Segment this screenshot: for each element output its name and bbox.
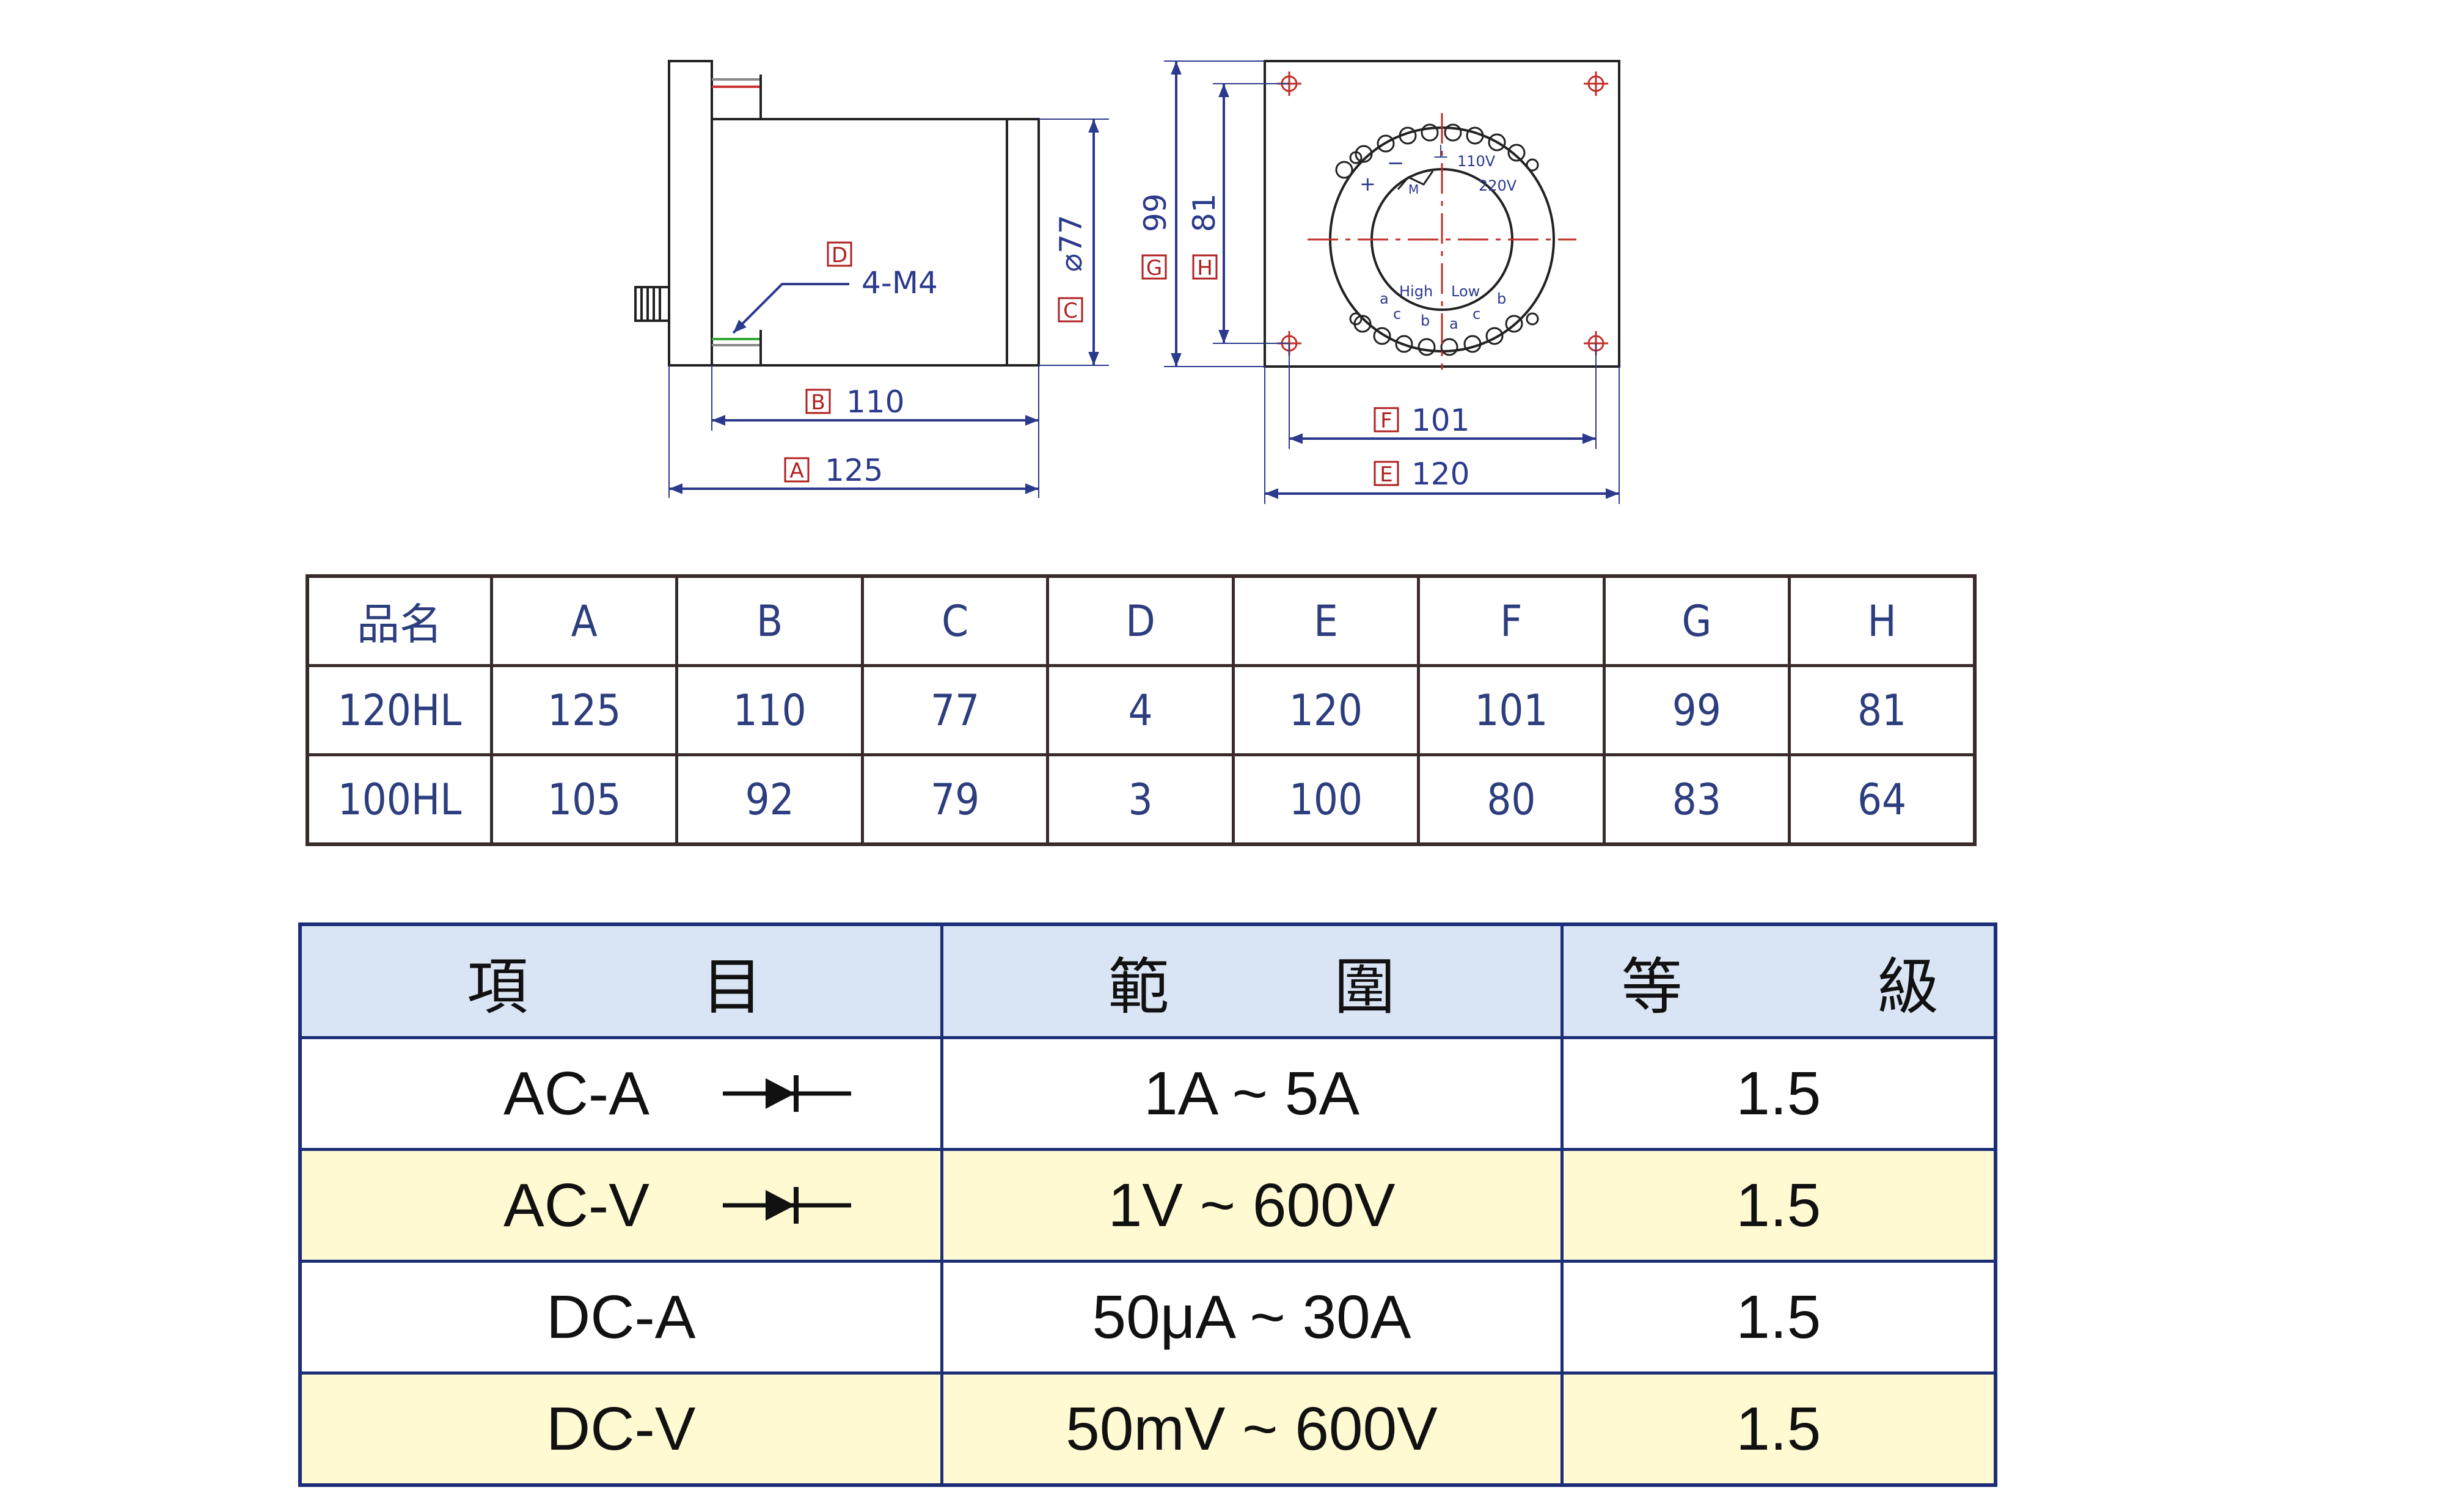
header-grade: 等級 <box>1560 922 1997 1039</box>
diode-icon <box>722 1187 851 1224</box>
spec-table: 項目 範圍 等級 AC-A 1A ~ 5A 1.5 AC-V 1V ~ 600V… <box>298 922 1997 1487</box>
table-cell: 79 <box>860 753 1050 846</box>
range-cell: 1V ~ 600V <box>940 1148 1564 1263</box>
table-cell: 80 <box>1417 753 1606 846</box>
header-grade-char-2: 級 <box>1878 951 1939 1023</box>
term-c-right: c <box>1473 305 1480 323</box>
table-cell: 120HL <box>306 664 493 756</box>
table-row: AC-V 1V ~ 600V 1.5 <box>298 1148 1997 1263</box>
grade-cell: 1.5 <box>1560 1148 1997 1263</box>
range-cell: 50mV ~ 600V <box>940 1371 1564 1487</box>
item-cell: DC-A <box>298 1260 943 1375</box>
table-cell: 92 <box>675 753 864 846</box>
table-cell: 81 <box>1788 664 1977 756</box>
earth-label: ⊥ <box>1433 141 1449 163</box>
item-cell: DC-V <box>298 1371 943 1487</box>
grade-cell: 1.5 <box>1560 1036 1997 1151</box>
header-cell: C <box>860 574 1050 667</box>
plus-label: + <box>1359 172 1376 195</box>
table-cell: 100HL <box>306 753 493 846</box>
spec-table-header: 項目 範圍 等級 <box>298 922 1997 1039</box>
header-cell: A <box>489 574 679 667</box>
header-item-char-2: 目 <box>701 951 763 1023</box>
dimension-table: 品名 A B C D E F G H 120HL 125 110 77 4 12… <box>306 574 1977 846</box>
high-label: High <box>1399 283 1433 300</box>
header-range-char-2: 圍 <box>1334 951 1396 1023</box>
header-grade-char-1: 等 <box>1621 951 1683 1023</box>
table-cell: 120 <box>1231 664 1421 756</box>
header-cell: G <box>1602 574 1791 667</box>
table-cell: 125 <box>489 664 679 756</box>
grade-cell: 1.5 <box>1560 1260 1997 1375</box>
term-a-left: a <box>1380 290 1389 307</box>
side-view <box>634 60 1040 367</box>
item-label: AC-V <box>503 1171 649 1240</box>
header-cell: 品名 <box>306 574 493 667</box>
dim-d-code: D <box>832 243 847 268</box>
minus-label: − <box>1387 151 1405 175</box>
header-range: 範圍 <box>940 922 1564 1039</box>
dim-h-value: 81 <box>1187 193 1222 232</box>
table-row: 100HL 105 92 79 3 100 80 83 64 <box>306 753 1977 846</box>
diode-icon <box>722 1075 851 1112</box>
v220-label: 220V <box>1479 177 1517 194</box>
table-cell: 83 <box>1602 753 1791 846</box>
term-c-left: c <box>1393 305 1401 323</box>
front-view <box>1264 60 1620 370</box>
dim-f-code: F <box>1380 409 1392 433</box>
header-item-char-1: 項 <box>467 951 528 1023</box>
table-cell: 100 <box>1231 753 1421 846</box>
table-cell: 64 <box>1788 753 1977 846</box>
v110-label: 110V <box>1457 153 1496 170</box>
header-cell: E <box>1231 574 1421 667</box>
item-cell: AC-A <box>298 1036 943 1151</box>
dim-b-code: B <box>811 390 825 415</box>
dim-a-value: 125 <box>825 453 883 488</box>
table-cell: 99 <box>1602 664 1791 756</box>
table-cell: 4 <box>1046 664 1235 756</box>
item-label: AC-A <box>503 1059 649 1128</box>
range-cell: 1A ~ 5A <box>940 1036 1564 1151</box>
dim-c-value: ⌀77 <box>1053 214 1089 272</box>
grade-cell: 1.5 <box>1560 1371 1997 1487</box>
header-item: 項目 <box>298 922 943 1039</box>
header-cell: B <box>675 574 864 667</box>
table-cell: 3 <box>1046 753 1235 846</box>
table-cell: 105 <box>489 753 679 846</box>
term-b-right: b <box>1497 290 1506 307</box>
dim-c-code: C <box>1063 299 1078 323</box>
dim-h-code: H <box>1197 256 1213 280</box>
dim-e-code: E <box>1380 462 1392 487</box>
dim-table-header: 品名 A B C D E F G H <box>306 574 1977 667</box>
header-cell: F <box>1417 574 1606 667</box>
header-cell: H <box>1788 574 1977 667</box>
low-label: Low <box>1451 283 1480 300</box>
table-cell: 101 <box>1417 664 1606 756</box>
table-row: DC-V 50mV ~ 600V 1.5 <box>298 1371 1997 1487</box>
dim-g-value: 99 <box>1138 193 1173 232</box>
dim-e-value: 120 <box>1411 456 1469 492</box>
table-row: 120HL 125 110 77 4 120 101 99 81 <box>306 664 1977 756</box>
header-cell: D <box>1046 574 1235 667</box>
motor-label: M <box>1408 182 1419 197</box>
dim-a-code: A <box>789 459 803 483</box>
table-cell: 110 <box>675 664 864 756</box>
table-cell: 77 <box>860 664 1050 756</box>
table-row: DC-A 50μA ~ 30A 1.5 <box>298 1260 1997 1375</box>
term-a-right: a <box>1449 315 1458 332</box>
term-b-left: b <box>1421 312 1430 329</box>
range-cell: 50μA ~ 30A <box>940 1260 1564 1375</box>
dim-d-value: 4-M4 <box>862 265 938 301</box>
dim-f-value: 101 <box>1411 403 1469 438</box>
header-range-char-1: 範 <box>1108 951 1169 1023</box>
table-row: AC-A 1A ~ 5A 1.5 <box>298 1036 1997 1151</box>
item-cell: AC-V <box>298 1148 943 1263</box>
dim-b-value: 110 <box>846 384 904 420</box>
dim-g-code: G <box>1146 256 1162 280</box>
